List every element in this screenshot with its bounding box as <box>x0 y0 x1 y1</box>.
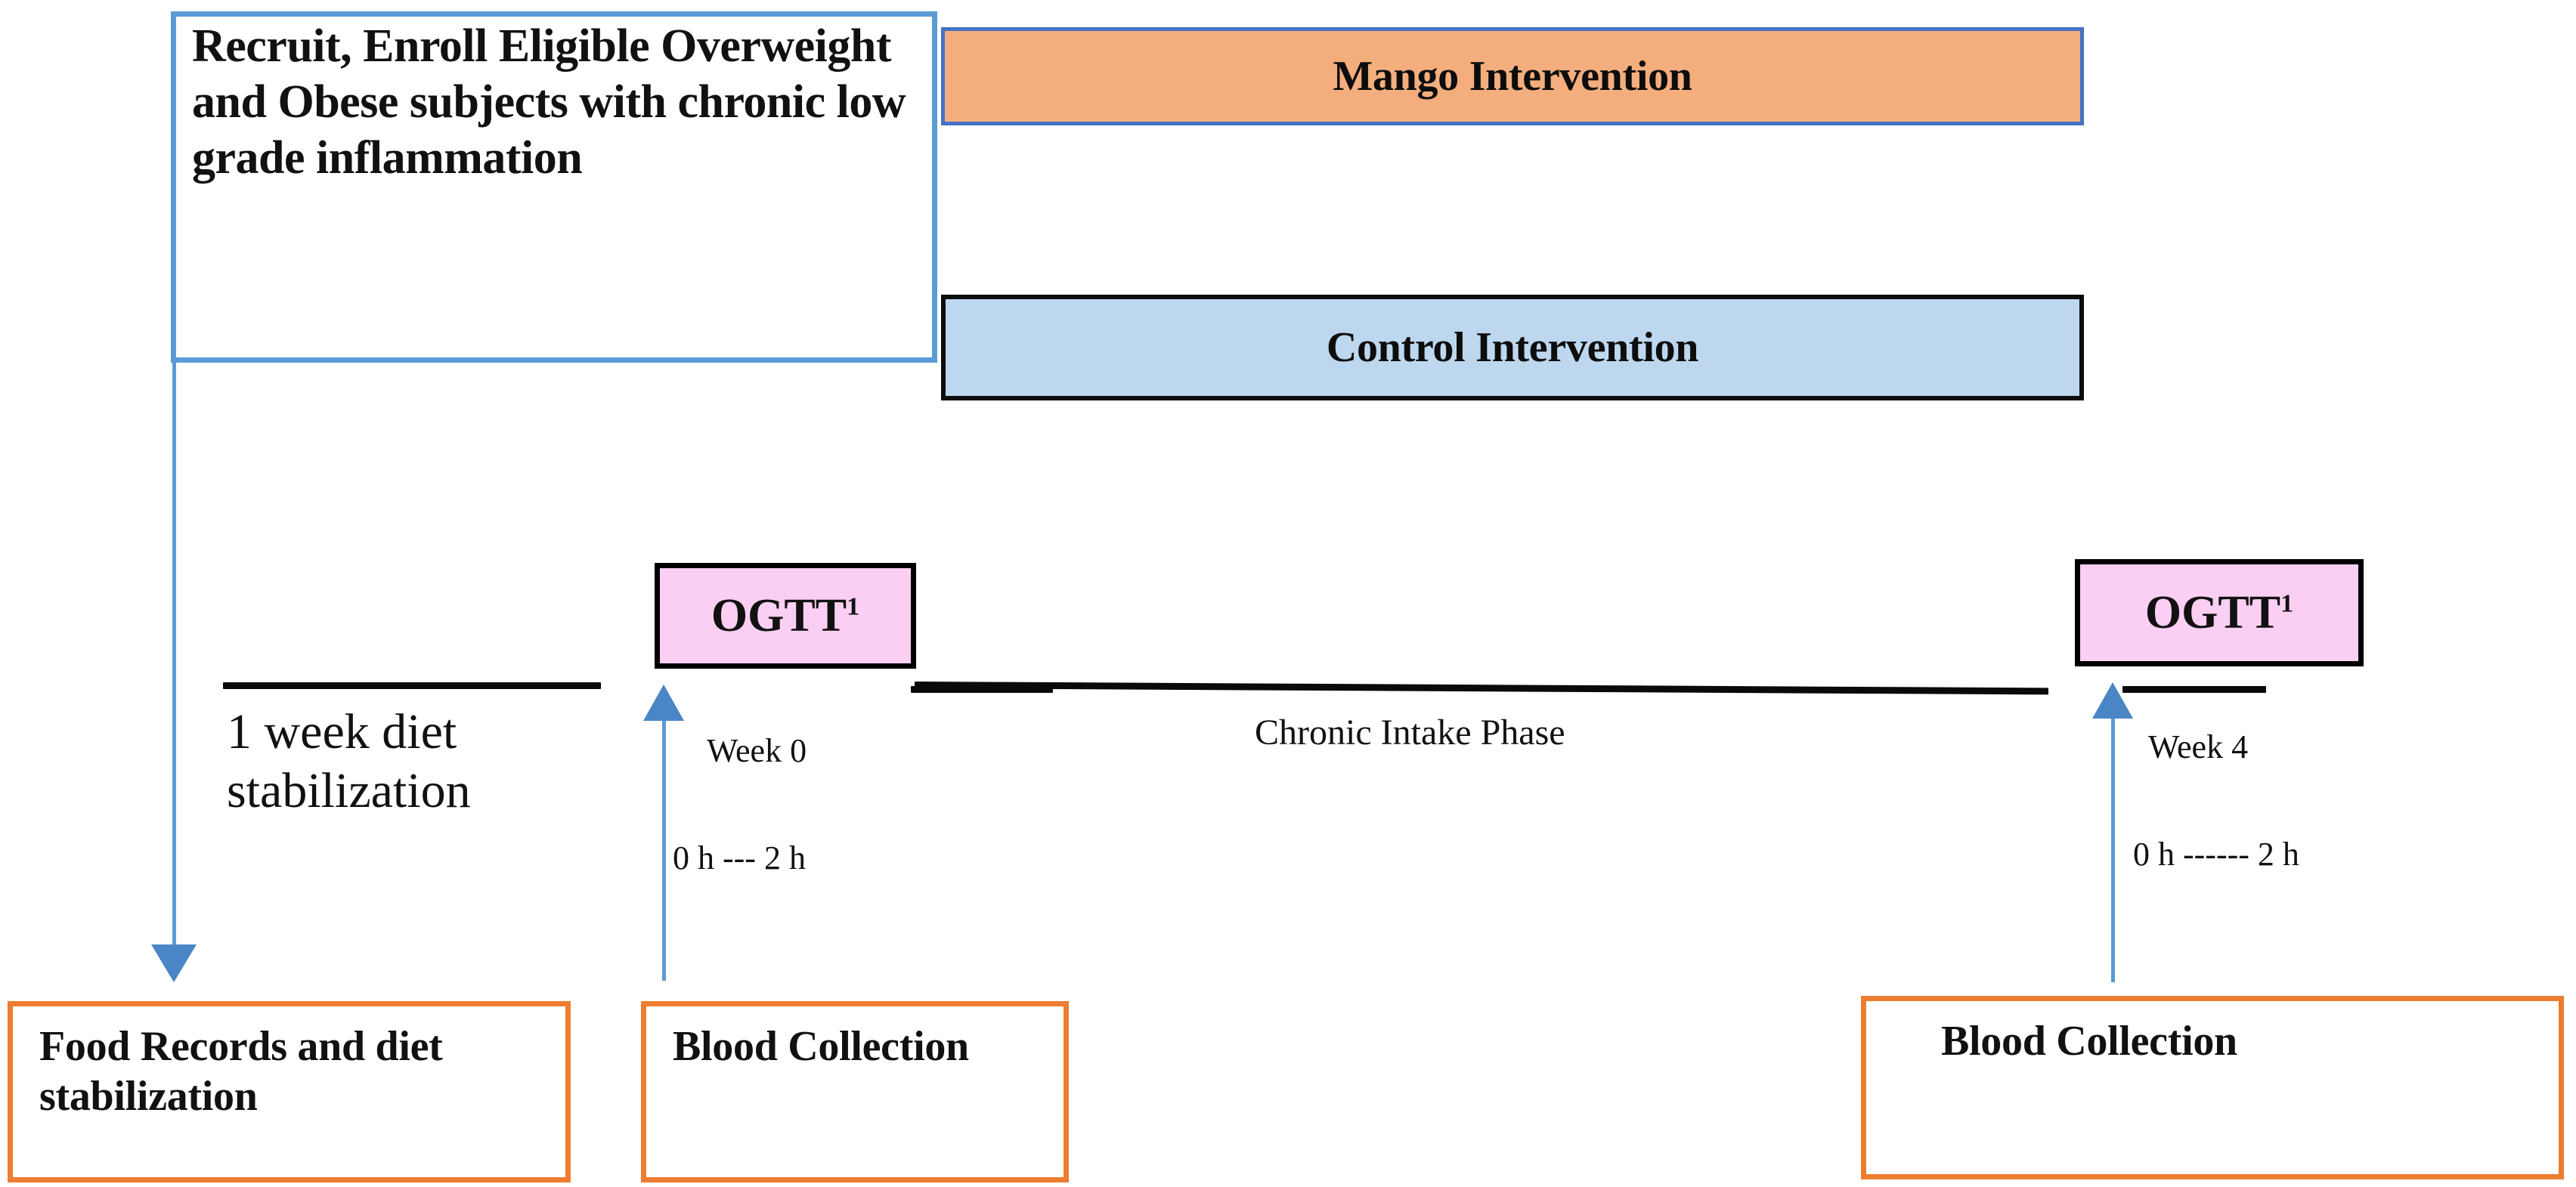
control-intervention-bar: Control Intervention <box>941 295 2084 400</box>
blood-collection-label-week0: Blood Collection <box>673 1023 969 1070</box>
timeline-segment-week0 <box>911 686 1053 693</box>
control-intervention-label: Control Intervention <box>1326 324 1699 371</box>
arrow-up-icon <box>2092 682 2133 719</box>
ogtt-text-week4: OGTT <box>2144 586 2281 638</box>
blood-collection-box-week4 <box>1861 996 2564 1179</box>
week0-hours-label: 0 h --- 2 h <box>673 839 806 876</box>
ogtt-box-week4: OGTT1 <box>2075 559 2364 666</box>
arrow-blood-collection-week0-line <box>662 720 666 981</box>
week4-hours-label: 0 h ------ 2 h <box>2133 836 2299 873</box>
week0-label: Week 0 <box>707 732 807 769</box>
ogtt-label-week4: OGTT1 <box>2145 586 2293 640</box>
arrow-down-icon <box>151 944 197 982</box>
chronic-intake-phase-label: Chronic Intake Phase <box>1255 713 1565 753</box>
arrow-recruit-to-food-records-line <box>172 363 176 948</box>
blood-collection-label-week4: Blood Collection <box>1941 1018 2237 1065</box>
food-records-box <box>8 1001 571 1182</box>
timeline-segment-diet-stabilization <box>223 682 601 689</box>
ogtt-box-week0: OGTT1 <box>655 563 916 669</box>
ogtt-superscript-week4: 1 <box>2280 589 2294 617</box>
mango-intervention-bar: Mango Intervention <box>941 27 2084 125</box>
ogtt-superscript-week0: 1 <box>847 592 860 620</box>
recruit-enroll-text: Recruit, Enroll Eligible Overweight and … <box>192 20 906 184</box>
arrow-up-icon <box>643 685 684 721</box>
timeline-segment-chronic-intake <box>914 682 2049 695</box>
mango-intervention-label: Mango Intervention <box>1333 53 1692 100</box>
timeline-segment-week4 <box>2122 686 2266 693</box>
week4-label: Week 4 <box>2148 728 2249 765</box>
diet-stabilization-label: 1 week diet stabilization <box>227 704 471 818</box>
ogtt-text-week0: OGTT <box>711 589 847 641</box>
ogtt-label-week0: OGTT1 <box>711 589 859 643</box>
arrow-blood-collection-week4-line <box>2111 718 2115 982</box>
food-records-label: Food Records and diet stabilization <box>39 1023 443 1120</box>
blood-collection-box-week0 <box>641 1001 1069 1182</box>
recruit-enroll-box <box>171 11 937 363</box>
